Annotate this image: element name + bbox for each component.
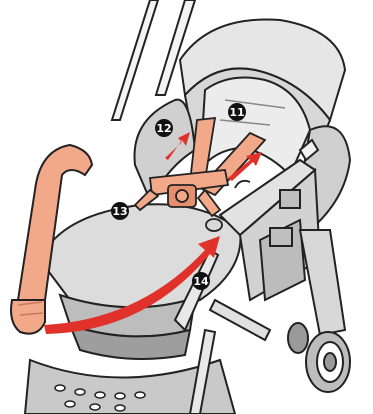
callout-14-label: 14 [193, 275, 209, 288]
callout-12: 12 [155, 119, 173, 137]
callout-14: 14 [192, 272, 210, 290]
callout-13: 13 [111, 202, 129, 220]
callout-11-label: 11 [229, 106, 244, 119]
callout-12-label: 12 [156, 122, 171, 135]
callout-13-label: 13 [112, 205, 127, 218]
callout-11: 11 [228, 103, 246, 121]
